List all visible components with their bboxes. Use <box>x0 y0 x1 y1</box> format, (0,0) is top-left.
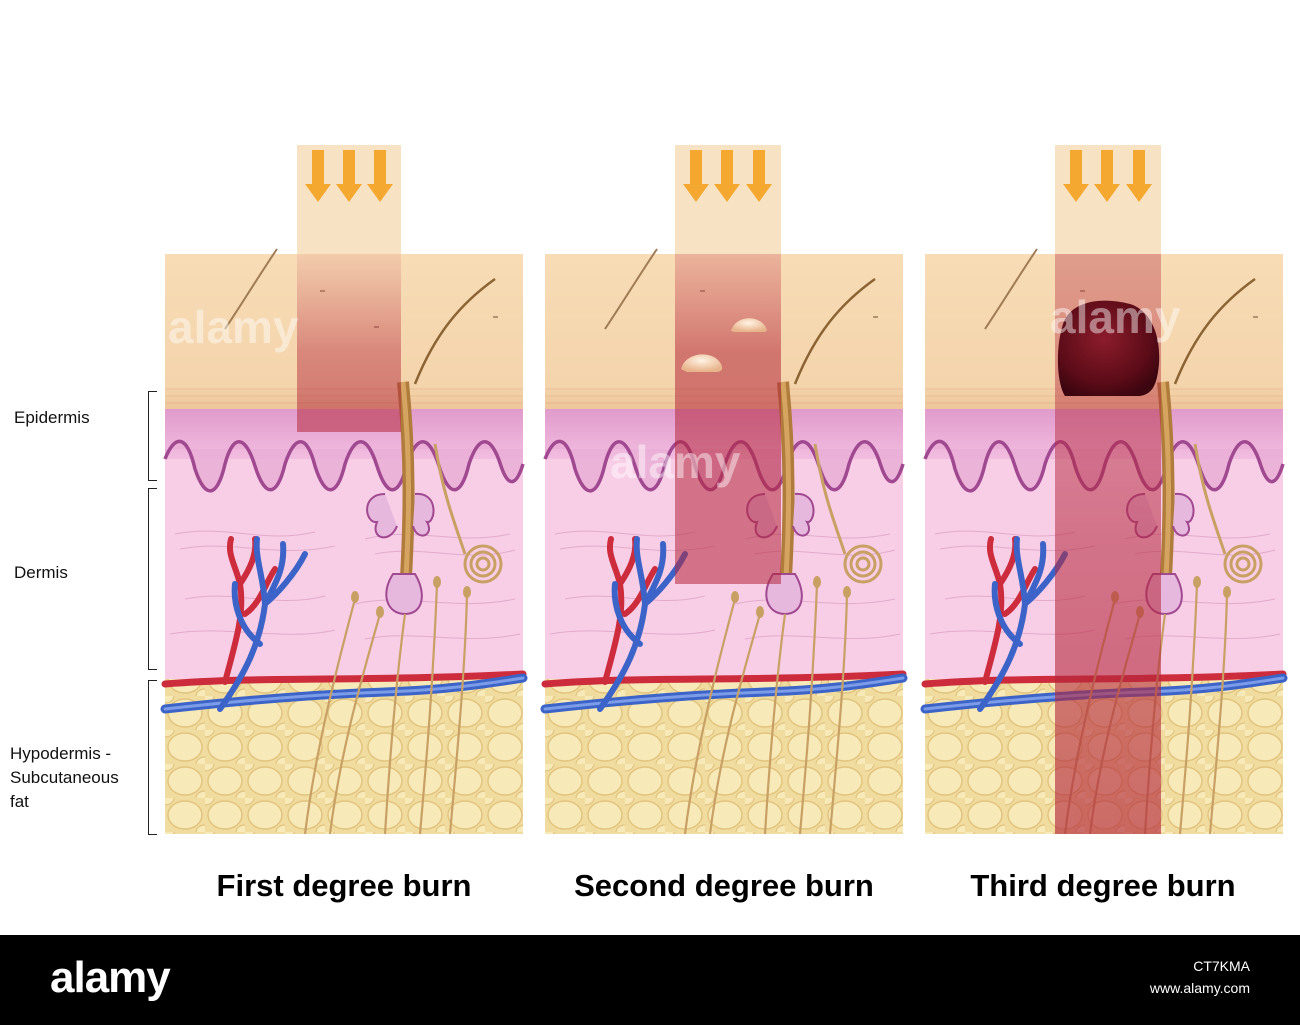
bracket-dermis <box>148 488 157 670</box>
footer-site: www.alamy.com <box>1149 980 1250 996</box>
blister-icon <box>681 354 723 372</box>
label-hypodermis-sub-2: fat <box>10 792 29 811</box>
eschar-icon <box>1057 300 1160 396</box>
panel-third-degree <box>925 249 1283 834</box>
label-hypodermis-title: Hypodermis - <box>10 744 112 763</box>
label-hypodermis-sub-1: Subcutaneous <box>10 768 119 787</box>
blister-icon <box>731 318 767 332</box>
burn-zone-second <box>675 254 781 584</box>
footer-logo: alamy <box>50 953 171 1002</box>
burn-diagram <box>0 145 1300 935</box>
label-epidermis: Epidermis <box>14 408 90 427</box>
bracket-hypodermis <box>148 680 157 835</box>
caption-first-degree: First degree burn <box>216 868 472 903</box>
heat-arrows-first <box>305 150 393 202</box>
burn-zone-first <box>297 254 401 432</box>
heat-arrows-second <box>683 150 772 202</box>
bracket-epidermis <box>148 391 157 481</box>
caption-third-degree: Third degree burn <box>970 868 1236 903</box>
panel-first-degree <box>165 249 523 834</box>
label-hypodermis: Hypodermis - Subcutaneous fat <box>10 742 119 814</box>
panel-second-degree <box>545 249 903 834</box>
footer-image-info: CT7KMA www.alamy.com <box>1150 955 1250 999</box>
footer-bar: alamy CT7KMA www.alamy.com <box>0 935 1300 1025</box>
heat-arrows-third <box>1063 150 1152 202</box>
label-dermis: Dermis <box>14 563 68 582</box>
caption-second-degree: Second degree burn <box>574 868 874 903</box>
footer-image-id: CT7KMA <box>1193 958 1250 974</box>
